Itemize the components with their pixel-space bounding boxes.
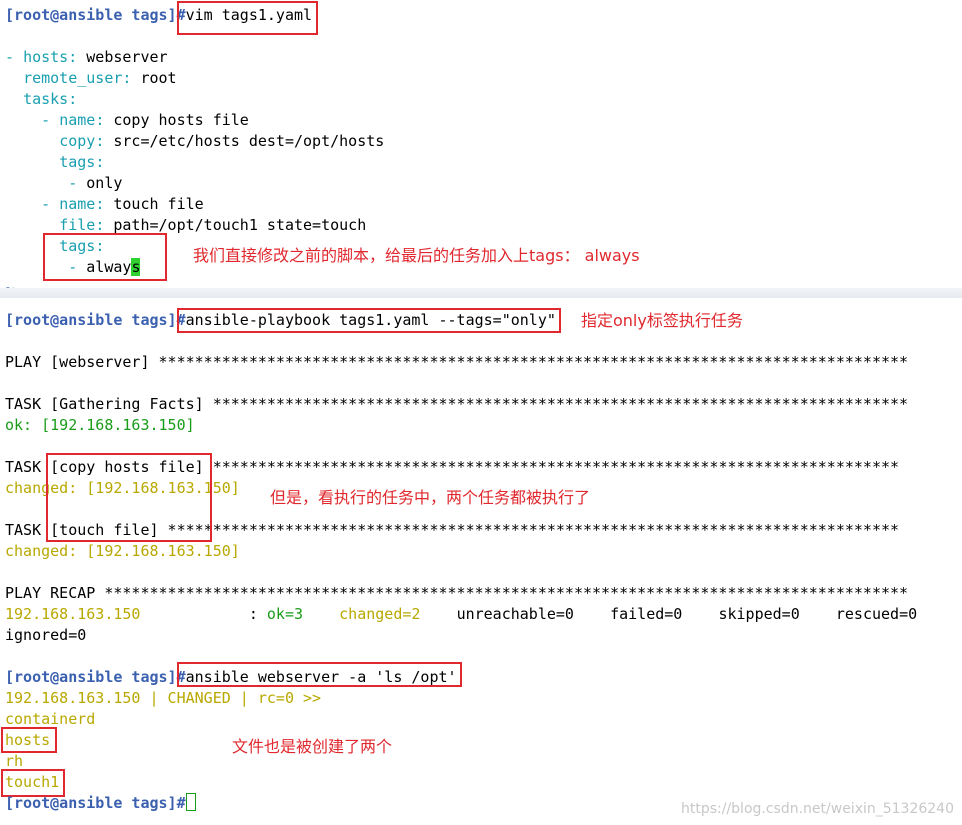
- highlight-vim-command: [177, 1, 318, 35]
- terminal-line-vim: [root@ansible tags]#vim tags1.yaml: [5, 5, 312, 26]
- play-recap-ignored: ignored=0: [5, 626, 87, 644]
- annotation-only: 指定only标签执行任务: [581, 311, 743, 330]
- yaml-line-t1-tags: tags:: [59, 153, 105, 171]
- prompt-hash: #: [176, 6, 186, 24]
- terminal-line-adhoc: [root@ansible tags]#ansible webserver -a…: [5, 668, 457, 686]
- terminal-cursor[interactable]: [185, 793, 196, 811]
- highlight-file-touch1: [1, 769, 65, 797]
- highlight-executed-tasks: [46, 453, 212, 542]
- file-containerd: containerd: [5, 710, 96, 728]
- annotation-files-created: 文件也是被创建了两个: [232, 737, 393, 756]
- highlight-adhoc-command: [177, 662, 462, 687]
- highlight-always-tag: [43, 233, 167, 281]
- terminal-line-final-prompt: [root@ansible tags]#: [5, 793, 196, 814]
- yaml-line-t2-name: - name: touch file: [41, 195, 204, 213]
- shell-prompt: [root@ansible tags]: [5, 6, 177, 24]
- highlight-file-hosts: [1, 727, 57, 753]
- yaml-line-t1-tag-only: - only: [68, 174, 123, 192]
- yaml-line-t2-tag-always: - always: [68, 258, 141, 276]
- file-rh: rh: [5, 752, 24, 770]
- result-touch-changed: changed: [192.168.163.150]: [5, 542, 240, 560]
- adhoc-result-header: 192.168.163.150 | CHANGED | rc=0 >>: [5, 689, 322, 707]
- play-recap-header: PLAY RECAP *****************************…: [5, 584, 909, 602]
- playbook-command: ansible-playbook tags1.yaml --tags="only…: [185, 311, 556, 329]
- task-touch-file: TASK [touch file] **********************…: [5, 521, 900, 539]
- yaml-line-tasks: tasks:: [23, 90, 78, 108]
- vim-command: vim tags1.yaml: [185, 6, 313, 24]
- file-hosts: hosts: [5, 731, 51, 749]
- play-recap-stats: 192.168.163.150 : ok=3 changed=2 unreach…: [5, 605, 918, 623]
- terminal-line-playbook: [root@ansible tags]#ansible-playbook tag…: [5, 311, 556, 329]
- yaml-line-hosts: - hosts: webserver: [5, 48, 168, 66]
- play-header: PLAY [webserver] ***********************…: [5, 353, 909, 371]
- yaml-line-t1-name: - name: copy hosts file: [41, 111, 249, 129]
- yaml-line-t1-copy: copy: src=/etc/hosts dest=/opt/hosts: [59, 132, 385, 150]
- annotation-both-executed: 但是，看执行的任务中，两个任务都被执行了: [270, 488, 591, 507]
- yaml-line-remote-user: remote_user: root: [23, 69, 177, 87]
- editor-cursor: s: [131, 258, 141, 276]
- result-copy-changed: changed: [192.168.163.150]: [5, 479, 240, 497]
- watermark: https://blog.csdn.net/weixin_51326240: [680, 801, 954, 817]
- annotation-always: 我们直接修改之前的脚本，给最后的任务加入上tags： always: [193, 246, 640, 265]
- yaml-line-t2-tags: tags:: [59, 237, 105, 255]
- task-gathering-facts: TASK [Gathering Facts] *****************…: [5, 395, 909, 413]
- result-gathering-ok: ok: [192.168.163.150]: [5, 416, 195, 434]
- file-touch1: touch1: [5, 773, 60, 791]
- adhoc-command: ansible webserver -a 'ls /opt': [185, 668, 457, 686]
- yaml-line-t2-file: file: path=/opt/touch1 state=touch: [59, 216, 367, 234]
- task-copy-hosts-file: TASK [copy hosts file] *****************…: [5, 458, 900, 476]
- highlight-playbook-command: [177, 308, 561, 333]
- screenshot-separator: [0, 288, 962, 298]
